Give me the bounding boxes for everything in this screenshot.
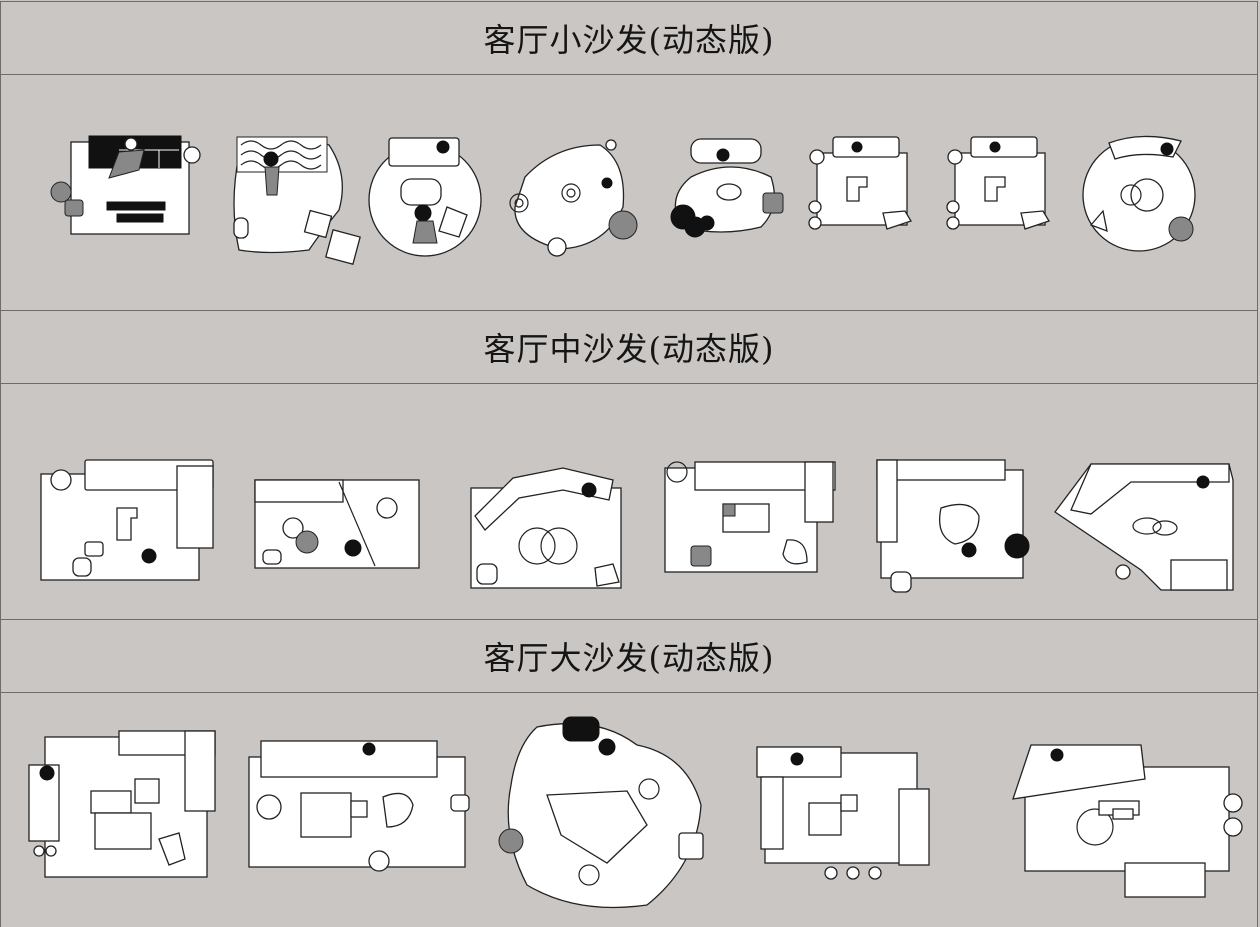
large-sofa-row <box>0 693 1258 927</box>
medium-sofa-plan-4[interactable] <box>657 458 837 583</box>
section-title-medium-sofa: 客厅中沙发(动态版) <box>0 310 1258 384</box>
small-sofa-plan-6[interactable] <box>805 135 915 235</box>
small-sofa-plan-4[interactable] <box>505 137 638 262</box>
small-sofa-plan-7[interactable] <box>943 135 1053 235</box>
small-sofa-plan-8[interactable] <box>1081 135 1211 260</box>
medium-sofa-plan-3[interactable] <box>463 460 633 600</box>
large-sofa-plan-3[interactable] <box>497 715 707 911</box>
medium-sofa-plan-1[interactable] <box>37 458 217 613</box>
small-sofa-plan-1[interactable] <box>49 130 201 240</box>
medium-sofa-plan-2[interactable] <box>245 470 425 580</box>
large-sofa-plan-5[interactable] <box>1001 741 1243 901</box>
large-sofa-plan-4[interactable] <box>749 743 939 880</box>
medium-sofa-plan-5[interactable] <box>871 458 1041 598</box>
section-title-small-sofa: 客厅小沙发(动态版) <box>0 1 1258 75</box>
small-sofa-plan-3[interactable] <box>367 135 487 275</box>
person-icon <box>124 137 138 151</box>
small-sofa-row <box>0 75 1258 310</box>
large-sofa-plan-2[interactable] <box>237 737 473 877</box>
medium-sofa-row <box>0 384 1258 619</box>
medium-sofa-plan-6[interactable] <box>1051 460 1236 600</box>
small-sofa-plan-2[interactable] <box>229 135 369 270</box>
small-sofa-plan-5[interactable] <box>661 137 791 252</box>
large-sofa-plan-1[interactable] <box>25 721 221 881</box>
section-title-large-sofa: 客厅大沙发(动态版) <box>0 619 1258 693</box>
